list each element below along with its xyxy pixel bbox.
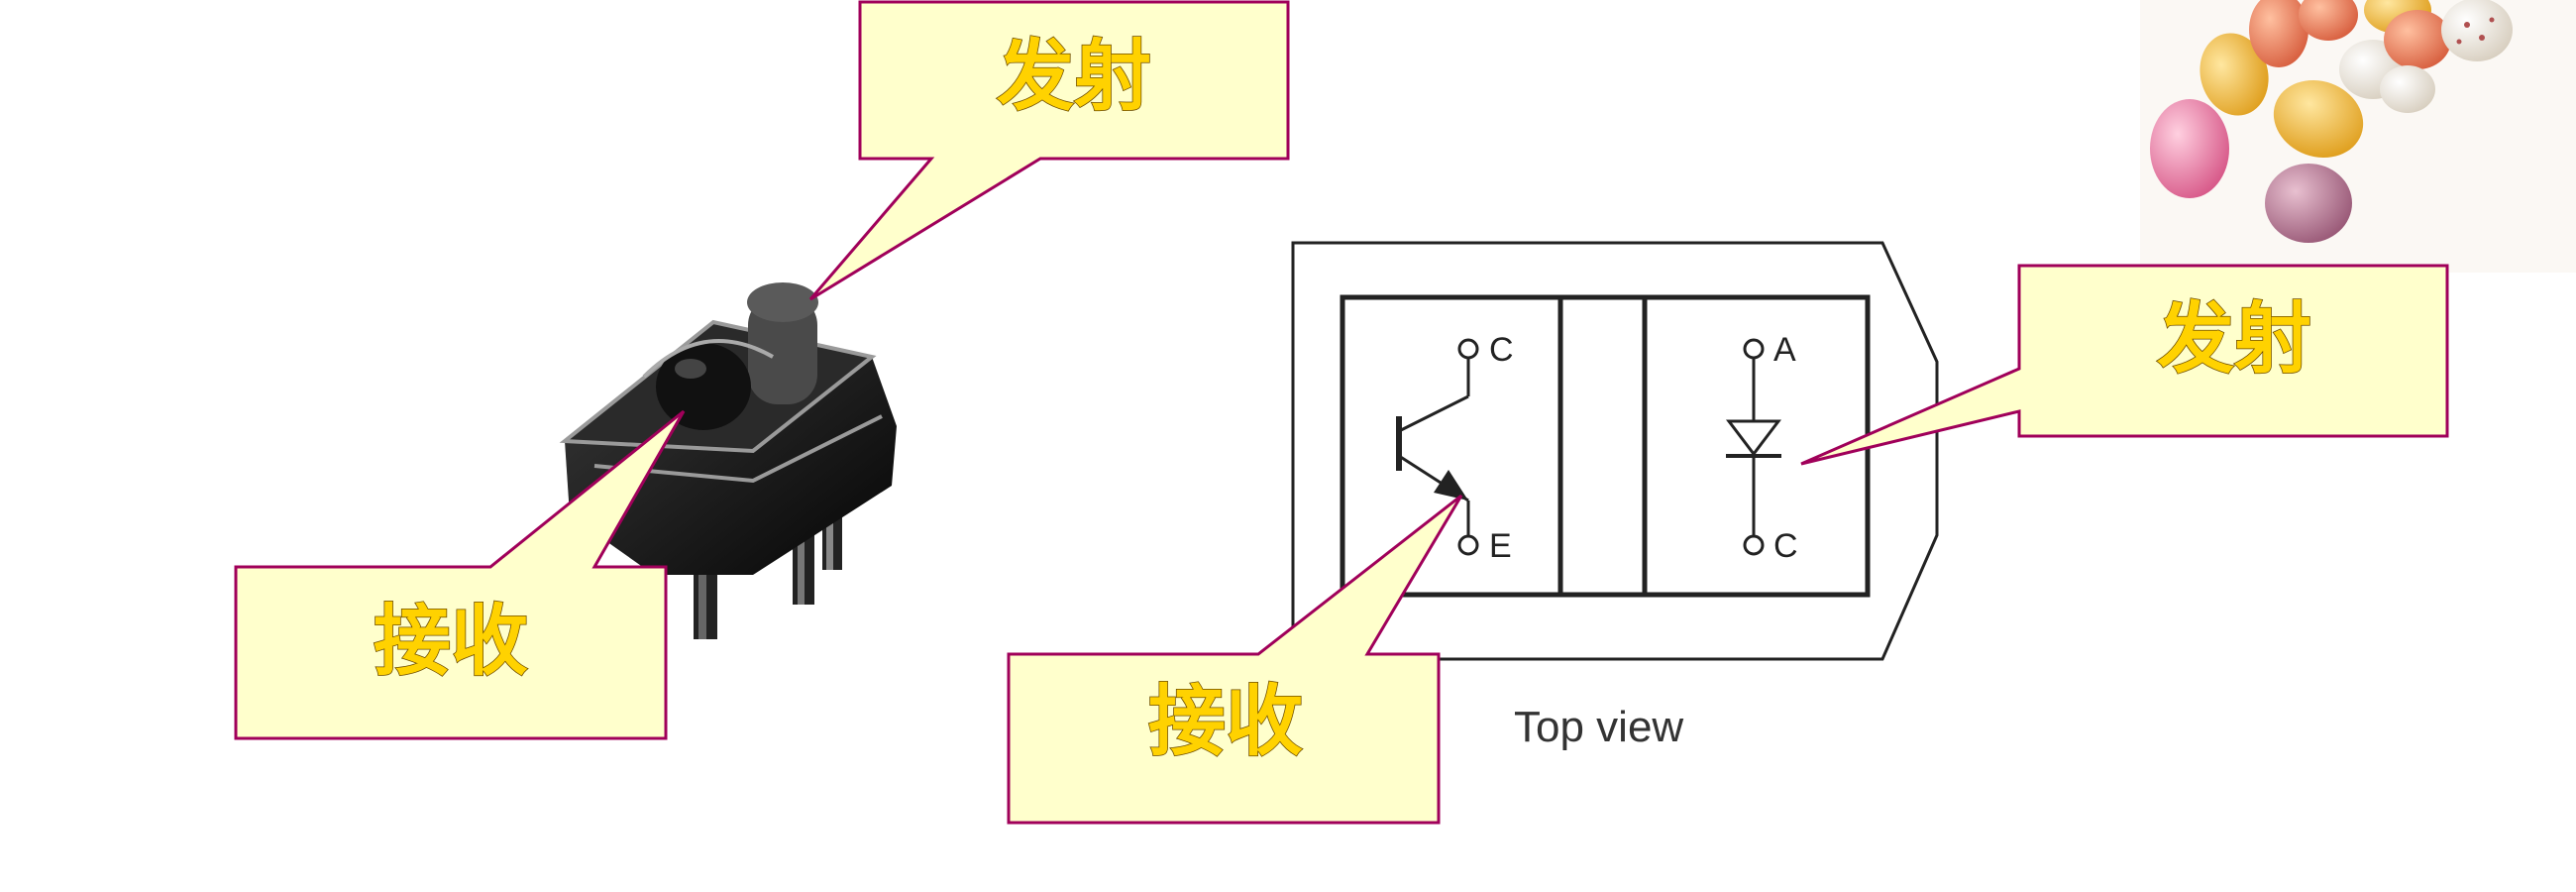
pin-label-emitter: E: [1489, 527, 1512, 565]
candy-eggs-decoration: [2140, 0, 2576, 273]
pin-label-anode: A: [1773, 331, 1796, 369]
callout-bottom-receive: 接收: [1007, 494, 1463, 825]
callout-label-right-emit: 发射: [2157, 294, 2311, 384]
callout-top-emit: 发射: [808, 0, 1290, 301]
reflective-optical-sensor: [559, 282, 897, 639]
callout-left-receive: 接收: [234, 409, 686, 740]
pin-label-collector: C: [1489, 331, 1514, 369]
callout-label-top-emit: 发射: [997, 32, 1151, 121]
schematic-caption: Top view: [1514, 703, 1683, 751]
callout-label-bottom-receive: 接收: [1148, 677, 1303, 766]
pin-label-cathode: C: [1773, 527, 1798, 565]
led-diode-icon: [1725, 338, 1782, 556]
phototransistor-icon: [1396, 338, 1479, 556]
callout-label-left-receive: 接收: [374, 597, 528, 686]
callout-right-emit: 发射: [1800, 264, 2449, 466]
